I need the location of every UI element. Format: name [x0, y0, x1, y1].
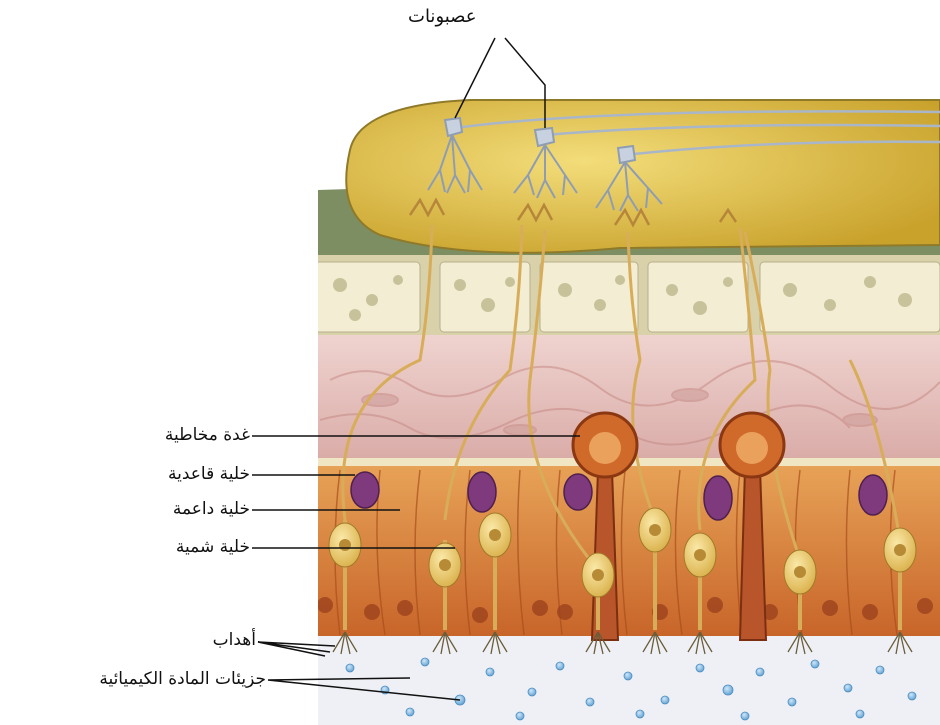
label-neurons: عصبونات: [408, 8, 477, 26]
label-olfactory-cell: خلية شمية: [176, 539, 250, 556]
label-cilia: أهداب: [213, 632, 256, 649]
label-basal-cell: خلية قاعدية: [168, 466, 250, 483]
epithelium-layer: [300, 466, 940, 636]
mucus-layer: [300, 636, 940, 725]
label-chemical-molecules: جزيئات المادة الكيميائية: [99, 671, 266, 688]
bone-plates: [312, 262, 940, 332]
label-supporting-cell: خلية داعمة: [173, 501, 250, 518]
label-mucous-gland: غدة مخاطية: [165, 427, 250, 444]
